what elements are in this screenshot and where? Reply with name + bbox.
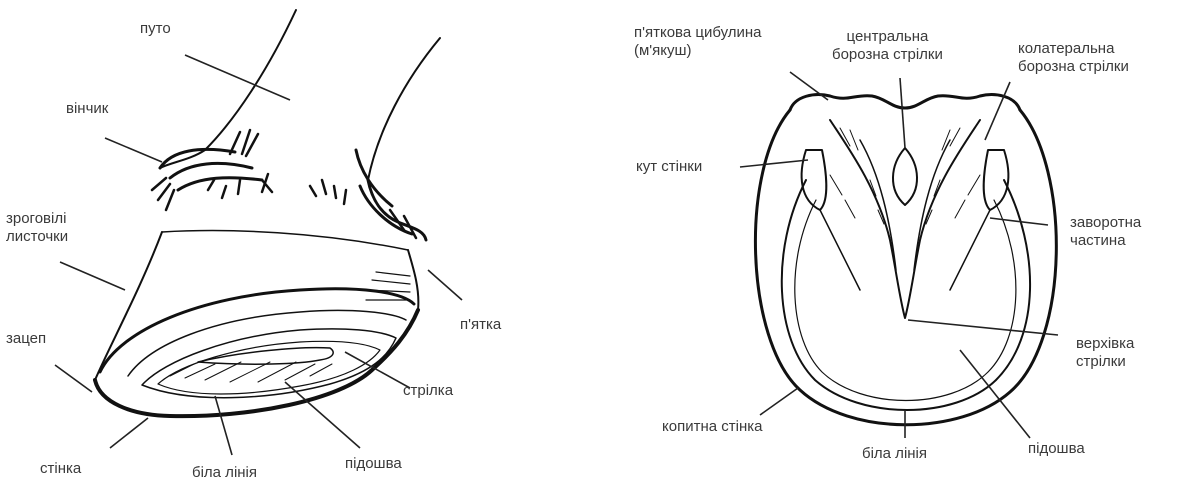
leader-kut-stinky [740, 160, 808, 167]
label-vinchyk: вінчик [66, 100, 108, 118]
label-pidoshva: підошва [345, 455, 402, 473]
pastern-front-line [160, 10, 296, 168]
heel-hair [356, 150, 426, 240]
wall-thickness-inner [128, 310, 406, 376]
label-bila-liniia-right: біла лінія [862, 445, 927, 463]
leader-kopytna-stinka [760, 388, 798, 415]
bottom-view-leader-lines [740, 72, 1058, 438]
label-zatsep: зацеп [6, 330, 46, 348]
label-puto: путо [140, 20, 171, 38]
label-kut-stinky: кут стінки [636, 158, 702, 176]
leader-puto [185, 55, 290, 100]
hoof-wall-inner [782, 180, 1030, 410]
leader-verkhivka [908, 320, 1058, 335]
leader-stinka [110, 418, 148, 448]
leader-pidoshva [285, 382, 360, 448]
label-bila-liniia: біла лінія [192, 464, 257, 482]
sole-hatching [170, 362, 332, 382]
label-zrogovi-lystochky: зроговілі листочки [6, 210, 68, 246]
leader-piatka [428, 270, 462, 300]
white-line-ring [795, 200, 1016, 401]
label-piatka: п'ятка [460, 316, 501, 334]
leader-vinchyk [105, 138, 162, 162]
label-verkhivka-strilky: верхівка стрілки [1076, 335, 1134, 371]
hoof-wall-front [95, 232, 162, 380]
leader-bila-liniia [215, 396, 232, 455]
label-kopytna-stinka: копитна стінка [662, 418, 762, 436]
leader-kolateralna-borozna [985, 82, 1010, 140]
leader-tsentralna-borozna [900, 78, 905, 148]
coronet-band-line [162, 231, 408, 250]
label-stinka: стінка [40, 460, 81, 478]
ground-border-outer [95, 310, 418, 416]
label-strilka: стрілка [403, 382, 453, 400]
pastern-back-line [368, 38, 440, 180]
label-kolateralna-borozna: колатеральна борозна стрілки [1018, 40, 1129, 76]
frog-outline [830, 120, 980, 318]
leader-zatsep [55, 365, 92, 392]
leader-zavorotna [990, 218, 1048, 225]
leader-zrogovi [60, 262, 125, 290]
bottom-view-hoof [755, 95, 1056, 425]
central-sulcus [893, 148, 917, 205]
side-view-leader-lines [55, 55, 462, 455]
label-piatkova-tsybulyna: п'яткова цибулина (м'якуш) [634, 24, 762, 60]
side-view-hoof [95, 10, 440, 416]
bar-line-right [950, 210, 990, 290]
hoof-wall-outer [755, 110, 1056, 425]
label-pidoshva-right: підошва [1028, 440, 1085, 458]
heel-lines [366, 272, 410, 300]
label-tsentralna-borozna: центральна борозна стрілки [832, 28, 943, 64]
label-zavorotna-chastyna: заворотна частина [1070, 214, 1141, 250]
bar-line-left [820, 210, 860, 290]
